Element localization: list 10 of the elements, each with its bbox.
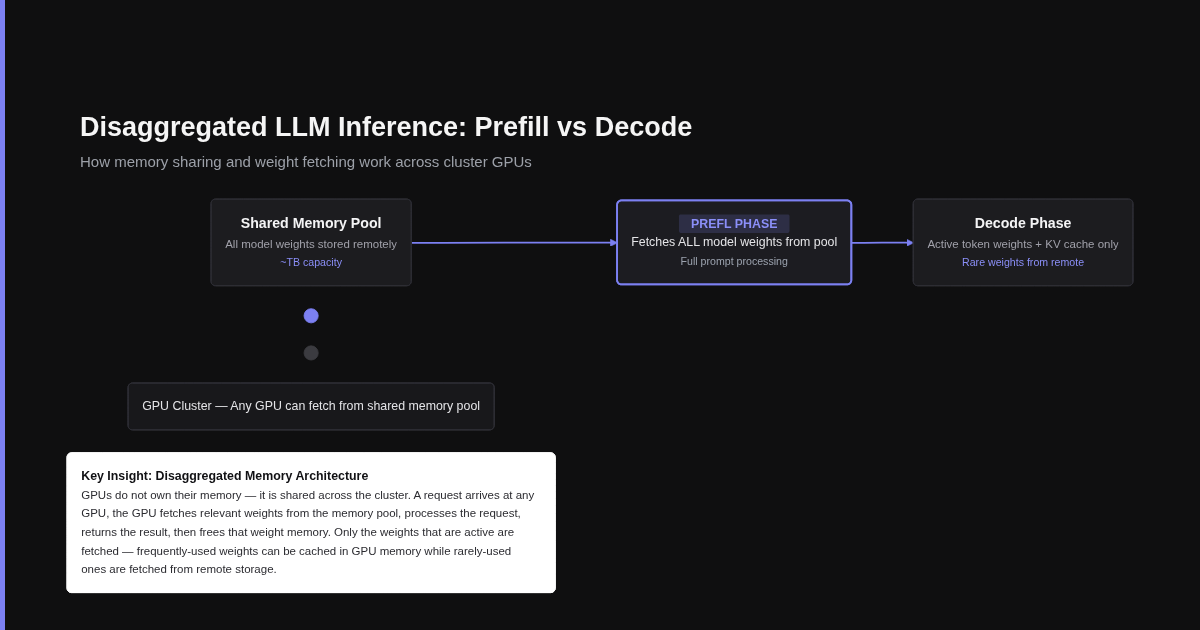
note-panel: Key Insight: Disaggregated Memory Architecture GPUs do not own their memory — it is shared across the cluster. A request arrives at any GPU, the GPU fetches relevant weights from the memory pool, processes the request, returns the result, then frees that weight memory. Only the weights that are active are fetched — frequently-used weights can be cached in GPU memory while rarely-used ones are fetched from remote storage. <box>66 452 556 593</box>
process-box: PREFL PHASE Fetches ALL model weights from pool Full prompt processing <box>616 199 853 286</box>
process-box: Shared Memory Pool All model weights stored remotely ~TB capacity <box>210 198 412 287</box>
marker-dot <box>303 345 319 361</box>
diagram-title: Disaggregated LLM Inference: Prefill vs Decode <box>80 112 693 143</box>
process-box: Decode Phase Active token weights + KV cache only Rare weights from remote <box>912 198 1134 287</box>
arrow <box>410 238 618 247</box>
marker-dot <box>303 308 319 324</box>
banner-box: GPU Cluster — Any GPU can fetch from shared memory pool <box>127 382 495 431</box>
subtitle: How memory sharing and weight fetching work across cluster GPUs <box>80 153 532 170</box>
